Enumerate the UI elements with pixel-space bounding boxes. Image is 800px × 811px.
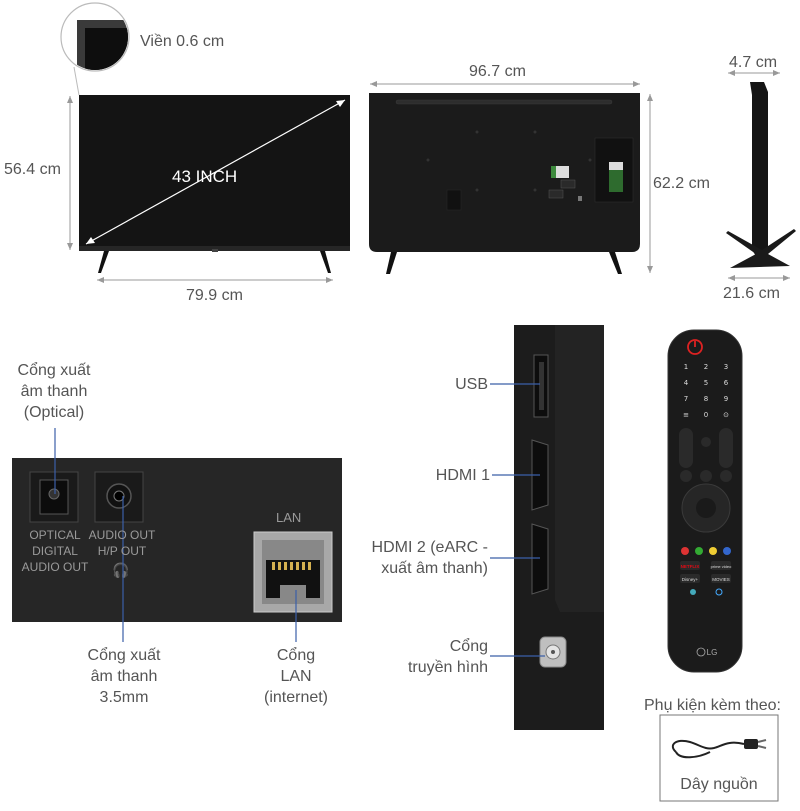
back-right-foot <box>609 252 622 274</box>
audio-callout: Cổng xuất âm thanh 3.5mm <box>87 647 161 706</box>
svg-text:0: 0 <box>704 411 708 419</box>
stand-depth-label: 21.6 cm <box>723 285 780 302</box>
power-icon <box>687 339 703 355</box>
movies-button: MOVIES <box>712 577 730 582</box>
panel-optical-label: OPTICAL DIGITAL AUDIO OUT <box>21 528 89 574</box>
side-stand <box>726 229 796 268</box>
rear-ports-panel: 🎧 <box>12 428 342 642</box>
front-left-foot <box>98 251 109 273</box>
svg-text:7: 7 <box>684 395 688 403</box>
front-right-foot <box>320 251 331 273</box>
bezel-label: Viền 0.6 cm <box>140 33 225 50</box>
back-height-label: 62.2 cm <box>653 175 710 192</box>
tv-side-profile <box>750 82 768 256</box>
back-width-label: 96.7 cm <box>469 63 526 80</box>
svg-text:4: 4 <box>684 379 689 387</box>
svg-text:8: 8 <box>704 395 708 403</box>
disney-button: Disney+ <box>682 577 699 582</box>
hdmi1-label: HDMI 1 <box>435 467 490 484</box>
svg-text:9: 9 <box>724 395 728 403</box>
svg-text:3: 3 <box>724 363 728 371</box>
power-cord-icon <box>671 739 745 753</box>
depth-label: 4.7 cm <box>729 54 778 71</box>
accessories-title: Phụ kiện kèm theo: <box>644 697 781 714</box>
lan-callout: Cổng LAN (internet) <box>263 647 329 706</box>
panel-lan-label: LAN <box>276 510 302 525</box>
accessory-box <box>659 714 779 802</box>
front-height-label: 56.4 cm <box>4 161 61 178</box>
svg-text:2: 2 <box>704 363 708 371</box>
svg-text:5: 5 <box>704 379 708 387</box>
hdmi2-port <box>531 523 549 595</box>
netflix-button: NETFLIX <box>681 564 700 569</box>
svg-text:≡: ≡ <box>683 411 689 419</box>
optical-callout: Cổng xuất âm thanh (Optical) <box>17 362 91 421</box>
antenna-label: Cổng truyền hình <box>407 638 488 676</box>
back-left-foot <box>386 252 397 274</box>
side-ports-panel <box>490 325 604 730</box>
accessory-item-label: Dây nguồn <box>680 776 758 793</box>
back-view <box>369 81 653 274</box>
svg-text:⊙: ⊙ <box>723 411 729 419</box>
side-view <box>726 70 796 281</box>
front-view <box>60 2 350 283</box>
svg-text:6: 6 <box>724 379 729 387</box>
panel-audio-label: AUDIO OUT H/P OUT <box>88 528 156 558</box>
front-width-label: 79.9 cm <box>186 287 243 304</box>
svg-text:1: 1 <box>684 363 688 371</box>
prime-video-button: prime video <box>711 564 732 569</box>
screen-size-label: 43 INCH <box>172 167 238 186</box>
tv-back-panel <box>369 93 640 252</box>
usb-label: USB <box>455 376 488 393</box>
remote-control: 1 2 3 4 5 6 7 8 9 ≡ 0 ⊙ NETFLIX prime video Disn… <box>667 329 743 673</box>
hdmi2-label: HDMI 2 (eARC - xuất âm thanh) <box>371 539 488 577</box>
lg-logo: LG <box>707 648 718 657</box>
headphone-icon: 🎧 <box>112 562 129 579</box>
